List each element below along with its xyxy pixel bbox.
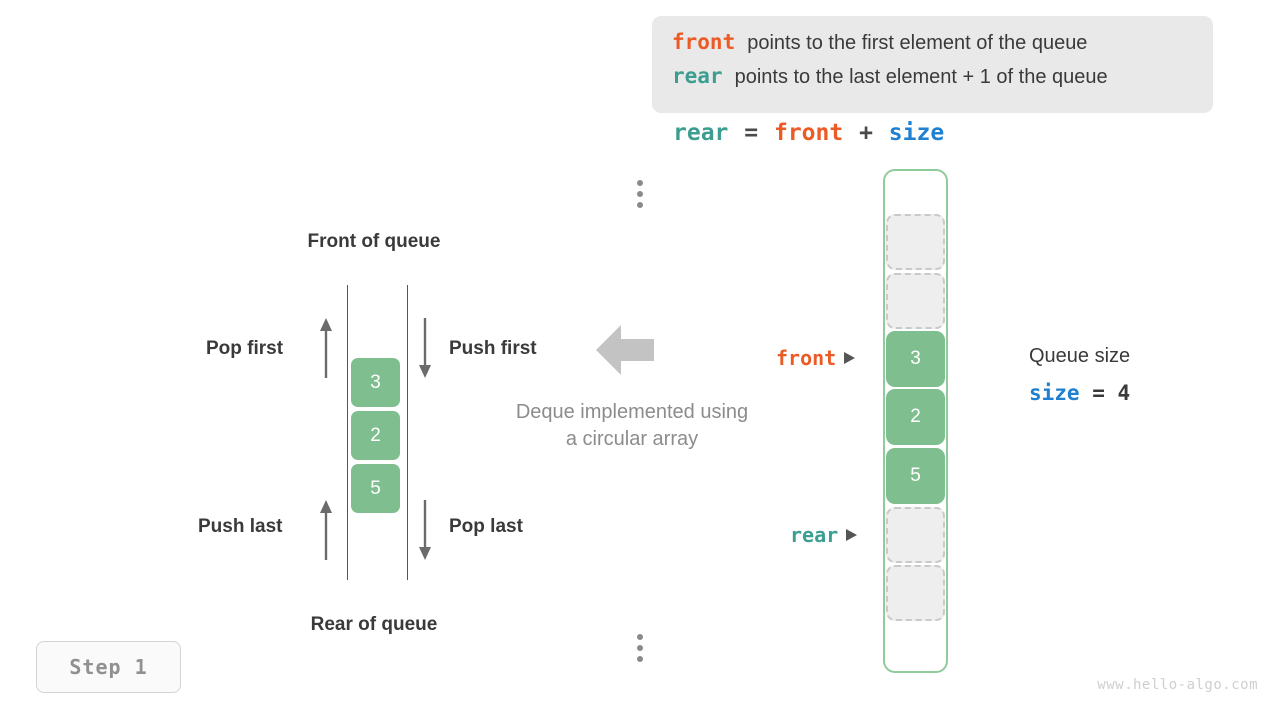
queue-size-var: size: [1029, 381, 1080, 405]
front-pointer-label: front: [776, 346, 856, 370]
equation-lhs-rear: rear: [673, 120, 729, 146]
array-slot-filled-1: 2: [886, 389, 945, 445]
legend-description-front: points to the first element of the queue: [747, 32, 1088, 54]
deque-rail-right: [407, 285, 408, 580]
pointer-legend-box: front points to the first element of the…: [652, 16, 1213, 113]
deque-rail-left: [347, 285, 348, 580]
queue-size-title: Queue size: [1029, 345, 1131, 367]
front-pointer-arrowhead-icon: [844, 352, 856, 364]
legend-line-rear: rear points to the last element + 1 of t…: [672, 64, 1193, 98]
circular-array-container: [883, 169, 948, 673]
mapping-left-arrow-icon: [596, 325, 654, 375]
equation-rhs-front: front: [773, 120, 844, 146]
rear-pointer-text: rear: [790, 523, 839, 547]
rear-of-queue-label: Rear of queue: [310, 614, 438, 635]
queue-size-value: 4: [1117, 381, 1131, 405]
front-pointer-text: front: [776, 346, 837, 370]
deque-element-2: 5: [351, 464, 400, 513]
queue-size-eq: =: [1092, 381, 1105, 405]
deque-element-0: 3: [351, 358, 400, 407]
array-slot-filled-0: 3: [886, 331, 945, 387]
array-slot-empty-1: [886, 273, 945, 329]
rear-equation: rear = front + size: [672, 120, 945, 146]
queue-size-expression: size = 4: [1029, 381, 1130, 405]
pop-last-arrow-icon: [419, 500, 431, 560]
diagram-caption: Deque implemented using a circular array: [472, 399, 792, 453]
rear-pointer-arrowhead-icon: [846, 529, 858, 541]
array-slot-empty-2: [886, 507, 945, 563]
push-last-label: Push last: [198, 516, 283, 537]
front-of-queue-label: Front of queue: [307, 231, 441, 252]
equation-plus: +: [859, 120, 873, 146]
push-first-arrow-icon: [419, 318, 431, 378]
step-badge: Step 1: [36, 641, 181, 693]
equation-rhs-size: size: [888, 120, 945, 146]
array-slot-empty-3: [886, 565, 945, 621]
deque-element-1: 2: [351, 411, 400, 460]
array-slot-filled-2: 5: [886, 448, 945, 504]
legend-description-rear: points to the last element + 1 of the qu…: [734, 66, 1108, 88]
diagram-caption-line2: a circular array: [565, 428, 699, 450]
rear-pointer-label: rear: [790, 523, 858, 547]
legend-keyword-front: front: [672, 30, 736, 54]
watermark: www.hello-algo.com: [1097, 677, 1258, 693]
push-last-arrow-icon: [320, 500, 332, 560]
array-ellipsis-bottom-icon: [637, 634, 643, 662]
push-first-label: Push first: [449, 338, 537, 359]
pop-first-arrow-icon: [320, 318, 332, 378]
legend-line-front: front points to the first element of the…: [672, 30, 1193, 64]
pop-first-label: Pop first: [206, 338, 284, 359]
array-ellipsis-top-icon: [637, 180, 643, 208]
legend-keyword-rear: rear: [672, 64, 723, 88]
equation-equals: =: [744, 120, 759, 146]
diagram-caption-line1: Deque implemented using: [515, 401, 749, 423]
array-slot-empty-0: [886, 214, 945, 270]
pop-last-label: Pop last: [449, 516, 523, 537]
